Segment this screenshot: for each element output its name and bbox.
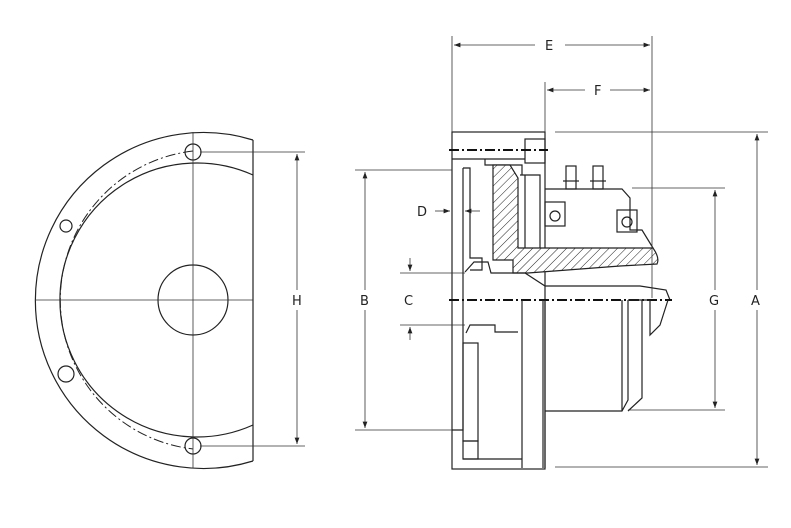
section-view bbox=[449, 131, 672, 470]
dimension-label-f: F bbox=[594, 84, 601, 99]
dimension-label-h: H bbox=[292, 294, 302, 309]
end-view bbox=[34, 131, 305, 470]
dimension-label-a: A bbox=[751, 294, 760, 309]
dimension-label-g: G bbox=[709, 294, 719, 309]
outer-flange-arc bbox=[34, 131, 254, 470]
dimension-label-c: C bbox=[404, 294, 413, 309]
dimension-label-d: D bbox=[417, 205, 427, 220]
bolt-hole bbox=[59, 219, 73, 233]
dimension-label-b: B bbox=[360, 294, 369, 309]
dimension-label-e: E bbox=[545, 39, 553, 54]
bolt-hole bbox=[57, 365, 75, 383]
